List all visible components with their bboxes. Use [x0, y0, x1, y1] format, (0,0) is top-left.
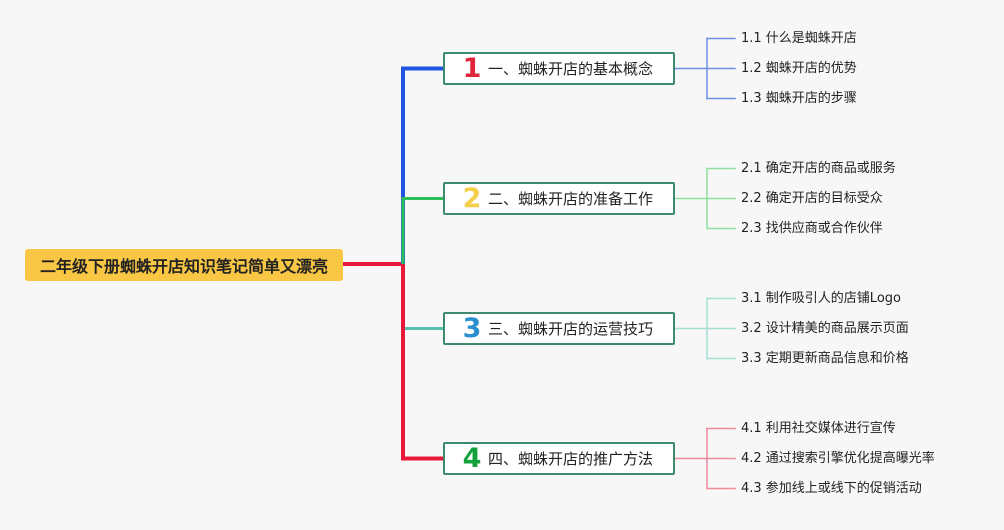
branch-number-2: 2 [462, 183, 482, 214]
leaf-item-1-3[interactable]: 1.3 蜘蛛开店的步骤 [741, 90, 857, 106]
leaf-item-2-2[interactable]: 2.2 确定开店的目标受众 [741, 190, 883, 206]
branch-node-4[interactable]: 4 四、蜘蛛开店的推广方法 [443, 442, 675, 475]
leaf-item-4-1[interactable]: 4.1 利用社交媒体进行宣传 [741, 420, 896, 436]
branch-title-1: 一、蜘蛛开店的基本概念 [488, 60, 654, 78]
branch-connector-1 [401, 66, 443, 264]
leaf-item-4-3[interactable]: 4.3 参加线上或线下的促销活动 [741, 480, 922, 496]
leaf-item-3-1[interactable]: 3.1 制作吸引人的店铺Logo [741, 290, 901, 306]
branch-node-1[interactable]: 1 一、蜘蛛开店的基本概念 [443, 52, 675, 85]
leaf-item-2-1[interactable]: 2.1 确定开店的商品或服务 [741, 160, 896, 176]
branch-number-1: 1 [462, 53, 482, 84]
root-node[interactable]: 二年级下册蜘蛛开店知识笔记简单又漂亮 [25, 249, 343, 281]
branch-node-3[interactable]: 3 三、蜘蛛开店的运营技巧 [443, 312, 675, 345]
leaf-item-3-2[interactable]: 3.2 设计精美的商品展示页面 [741, 320, 909, 336]
root-title: 二年级下册蜘蛛开店知识笔记简单又漂亮 [39, 257, 328, 276]
leaf-item-1-2[interactable]: 1.2 蜘蛛开店的优势 [741, 60, 857, 76]
branch-node-2[interactable]: 2 二、蜘蛛开店的准备工作 [443, 182, 675, 215]
leaf-item-4-2[interactable]: 4.2 通过搜索引擎优化提高曝光率 [741, 450, 935, 466]
branch-number-3: 3 [462, 313, 482, 344]
branch-title-4: 四、蜘蛛开店的推广方法 [488, 450, 654, 468]
leaf-item-3-3[interactable]: 3.3 定期更新商品信息和价格 [741, 350, 909, 366]
branch-connector-2 [401, 197, 443, 264]
branch-connector-3 [401, 264, 443, 330]
branch-title-3: 三、蜘蛛开店的运营技巧 [488, 320, 654, 338]
branch-connector-4 [401, 264, 443, 461]
branch-number-4: 4 [462, 443, 482, 474]
leaf-item-2-3[interactable]: 2.3 找供应商或合作伙伴 [741, 220, 883, 236]
leaf-item-1-1[interactable]: 1.1 什么是蜘蛛开店 [741, 30, 857, 46]
branch-title-2: 二、蜘蛛开店的准备工作 [488, 190, 654, 208]
